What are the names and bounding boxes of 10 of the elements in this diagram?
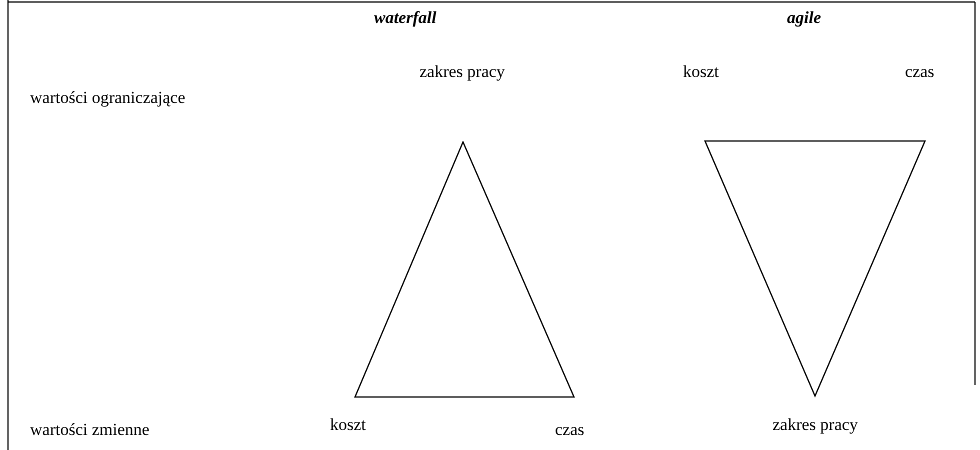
vertex-label: zakres pracy bbox=[772, 415, 858, 435]
vertex-label: koszt bbox=[330, 415, 366, 435]
vertex-label: czas bbox=[555, 420, 584, 440]
row-label: wartości zmienne bbox=[30, 420, 150, 440]
vertex-label: czas bbox=[905, 62, 934, 82]
column-heading: agile bbox=[787, 8, 821, 28]
vertex-label: zakres pracy bbox=[420, 62, 505, 82]
row-label: wartości ograniczające bbox=[30, 88, 186, 108]
column-heading: waterfall bbox=[374, 8, 436, 28]
vertex-label: koszt bbox=[683, 62, 719, 82]
